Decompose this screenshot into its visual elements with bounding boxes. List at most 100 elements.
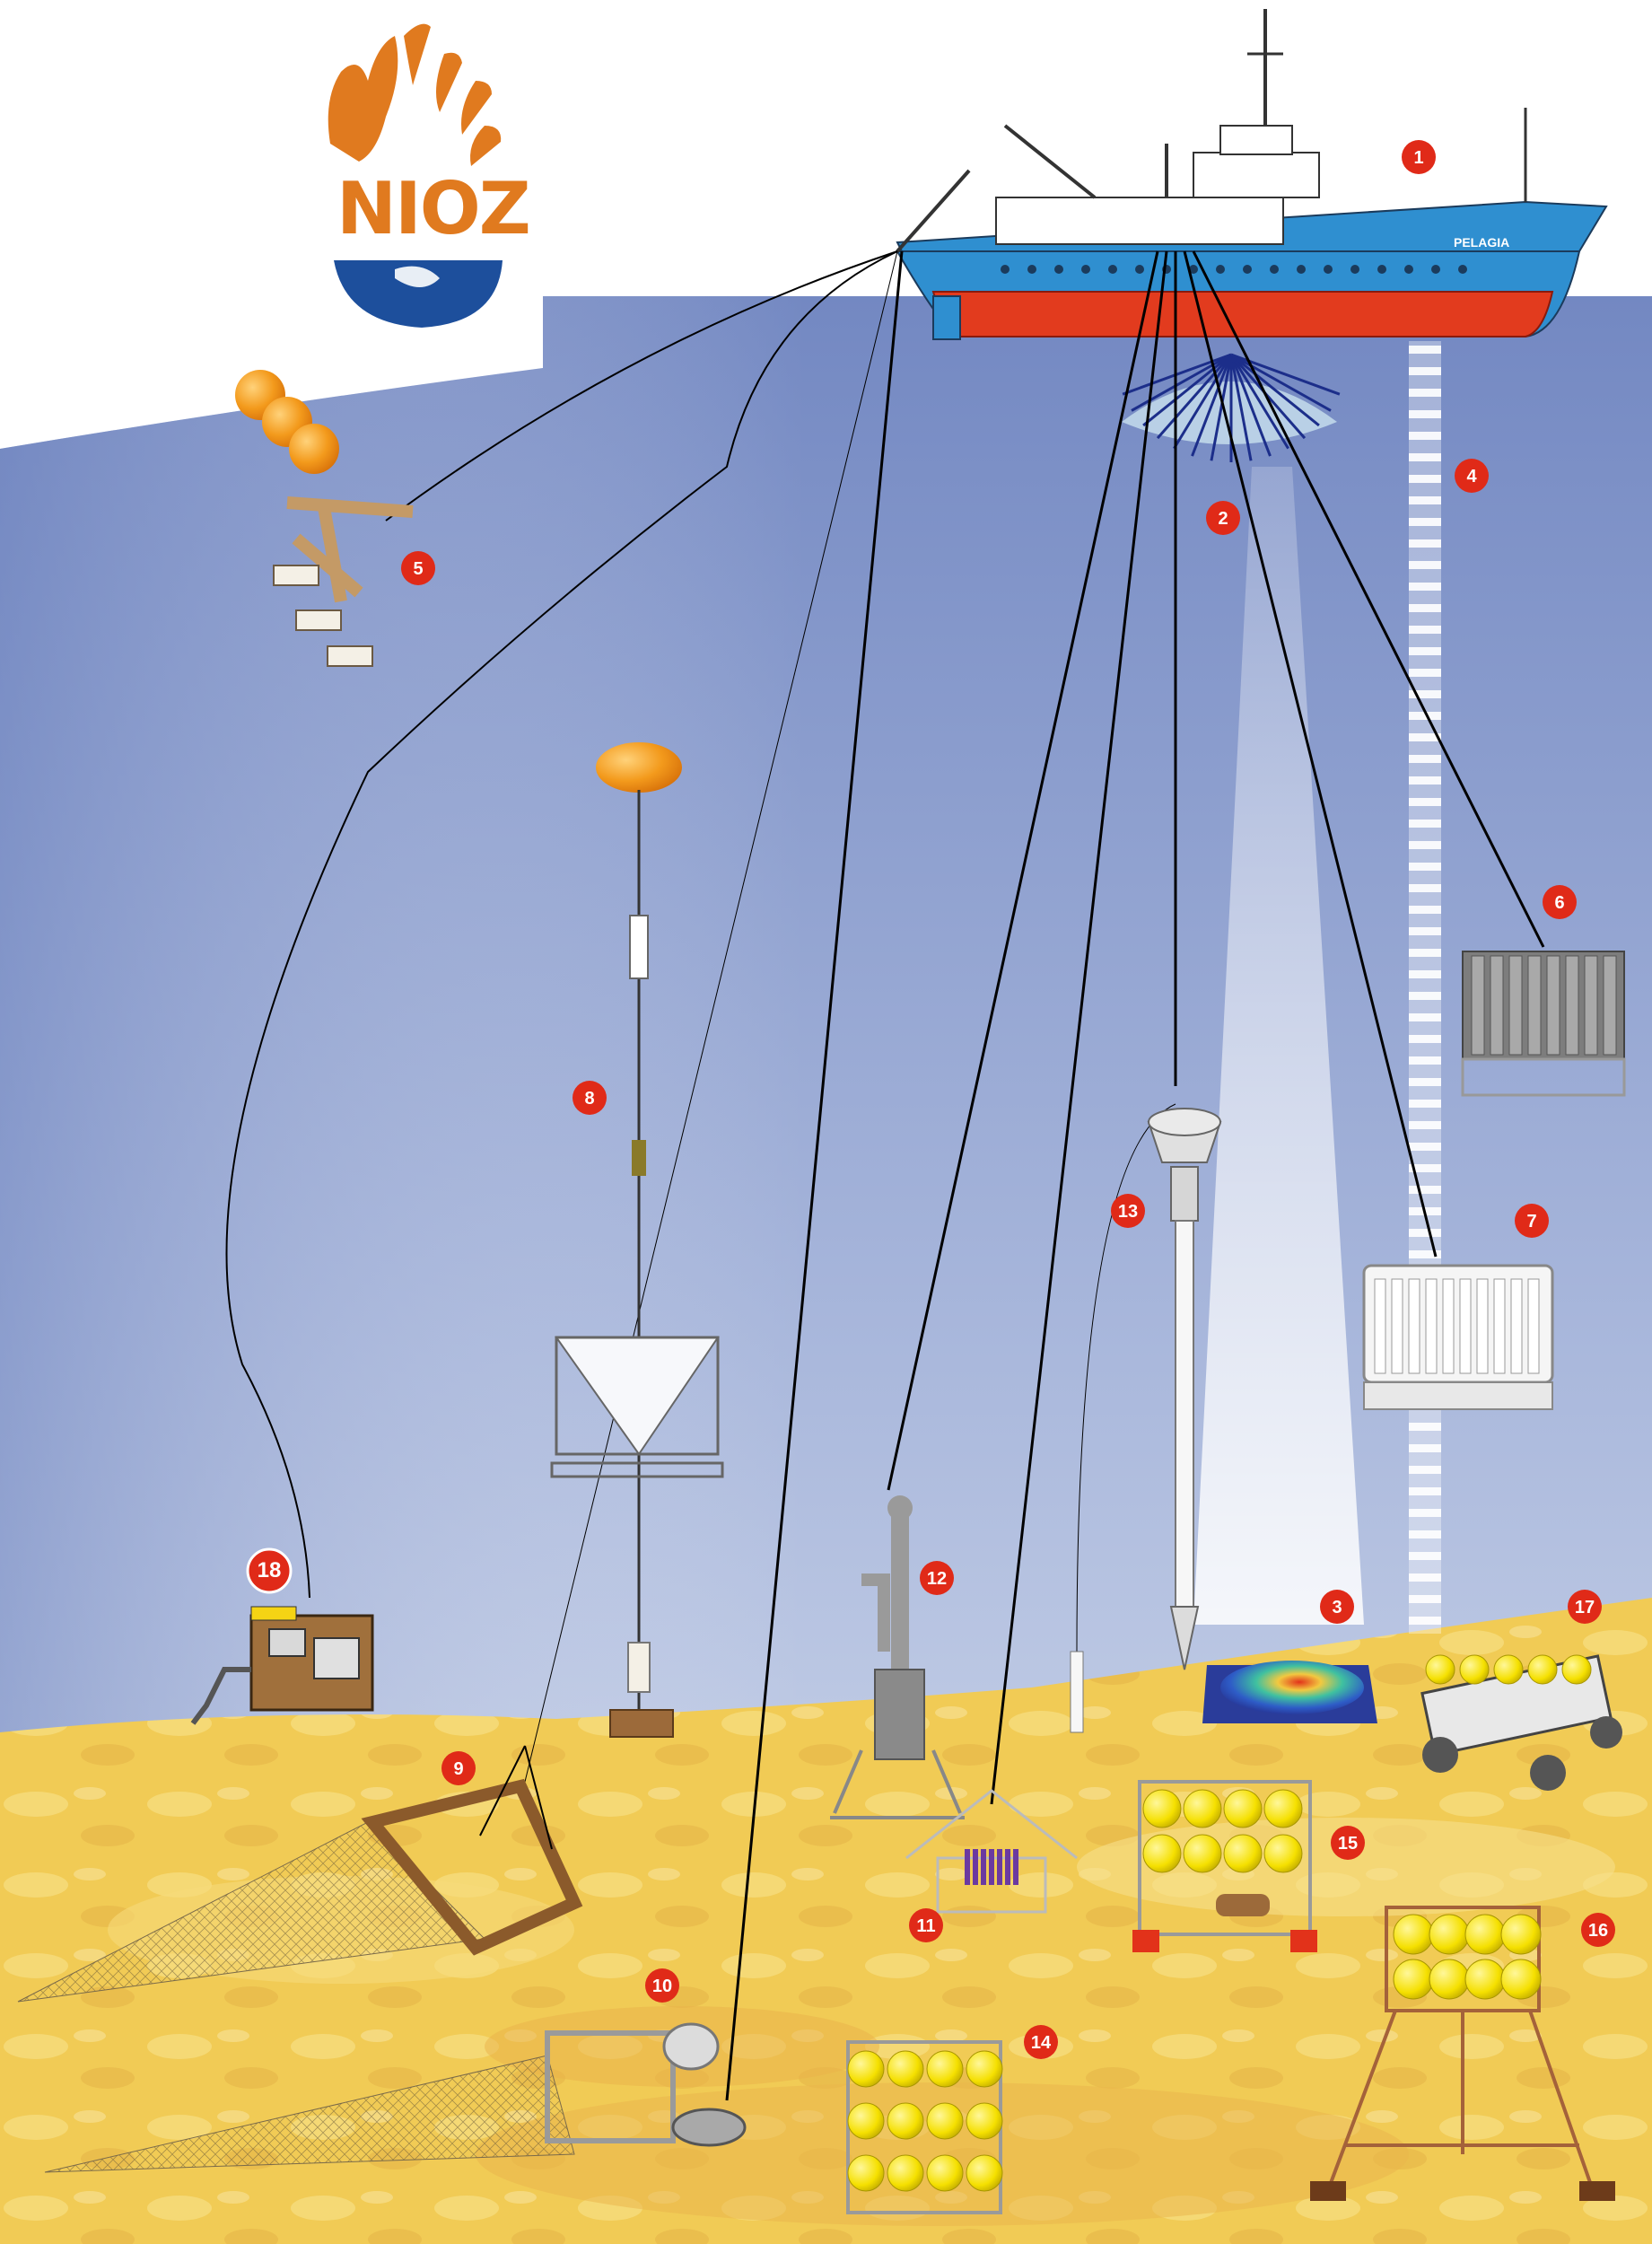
core-tube — [989, 1849, 994, 1885]
depth-scale-tick — [1409, 346, 1441, 354]
depth-scale-tick — [1409, 410, 1441, 418]
depth-scale-tick — [1409, 518, 1441, 526]
depth-scale-tick — [1409, 992, 1441, 1000]
depth-scale-tick — [1409, 1552, 1441, 1560]
badge-8-label: 8 — [584, 1089, 594, 1109]
depth-scale-tick — [1409, 1035, 1441, 1043]
depth-scale-tick — [1409, 1078, 1441, 1086]
buoyancy-float — [966, 2154, 1003, 2192]
sampler-tube — [1374, 1278, 1386, 1374]
depth-scale-tick — [1409, 647, 1441, 655]
depth-scale-tick — [1409, 1143, 1441, 1151]
buoyancy-float — [1500, 1959, 1542, 2000]
buoyancy-float — [1493, 1654, 1524, 1685]
buoyancy-float — [1527, 1654, 1558, 1685]
buoyancy-float — [966, 2050, 1003, 2088]
depth-scale-tick — [1409, 1250, 1441, 1258]
multicorer — [905, 1789, 1078, 1914]
buoyancy-float — [847, 2050, 885, 2088]
porthole — [1431, 265, 1440, 274]
sampler-tube — [1510, 1278, 1523, 1374]
badge-3-label: 3 — [1332, 1598, 1342, 1617]
buoyancy-float — [1429, 1959, 1470, 2000]
core-tube — [1005, 1849, 1010, 1885]
porthole — [1350, 265, 1359, 274]
depth-scale-tick — [1409, 712, 1441, 720]
depth-scale-tick — [1409, 690, 1441, 698]
badge-1-label: 1 — [1413, 148, 1423, 168]
buoyancy-float — [1464, 1914, 1506, 1955]
sampler-tube — [1476, 1278, 1489, 1374]
benthic-lander-15 — [1132, 1780, 1317, 1952]
buoyancy-float — [966, 2102, 1003, 2140]
logo-text: NIOZ — [337, 167, 529, 250]
buoyancy-float — [887, 2050, 924, 2088]
porthole — [1216, 265, 1225, 274]
depth-scale-tick — [1409, 863, 1441, 871]
sample-bottle — [1546, 955, 1560, 1056]
badge-17 — [1568, 1590, 1602, 1624]
badge-1 — [1402, 140, 1436, 174]
sonar-beam-line — [1230, 353, 1320, 427]
depth-scale-tick — [1409, 1121, 1441, 1129]
badge-6-label: 6 — [1554, 893, 1564, 913]
porthole — [1108, 265, 1117, 274]
porthole — [1297, 265, 1306, 274]
depth-scale-tick — [1409, 604, 1441, 612]
buoyancy-float — [1223, 1834, 1263, 1873]
badge-2-label: 2 — [1218, 509, 1228, 529]
core-tube — [1013, 1849, 1018, 1885]
depth-scale-tick — [1409, 453, 1441, 461]
badge-12 — [920, 1561, 954, 1595]
buoyancy-float — [1223, 1789, 1263, 1828]
buoy-array — [235, 370, 414, 667]
rov — [190, 1606, 374, 1725]
seafloor-crawler — [1420, 1654, 1622, 1791]
benthic-lander-14 — [846, 2040, 1003, 2214]
badge-9 — [441, 1751, 476, 1785]
badge-15 — [1331, 1826, 1365, 1860]
badge-10 — [645, 1968, 679, 2003]
badge-5 — [401, 551, 435, 585]
box-corer — [830, 1495, 965, 1819]
badge-10-label: 10 — [652, 1977, 672, 1996]
buoyancy-float — [1561, 1654, 1592, 1685]
sonar-beam-line — [1210, 354, 1233, 461]
sonar-beam-line — [1229, 354, 1253, 461]
depth-scale-tick — [1409, 1487, 1441, 1495]
sediment-trap-mooring — [550, 742, 724, 1738]
depth-scale-tick — [1409, 798, 1441, 806]
porthole — [1054, 265, 1063, 274]
porthole — [1404, 265, 1413, 274]
badge-18 — [246, 1547, 293, 1594]
depth-scale-tick — [1409, 1013, 1441, 1021]
porthole — [1001, 265, 1010, 274]
badge-3 — [1320, 1590, 1354, 1624]
sample-bottle — [1603, 955, 1617, 1056]
buoyancy-float — [1263, 1789, 1303, 1828]
depth-scale-tick — [1409, 1056, 1441, 1065]
badge-13 — [1111, 1194, 1145, 1228]
buoyancy-float — [1142, 1834, 1182, 1873]
buoyancy-float — [1464, 1959, 1506, 2000]
sampler-tube — [1442, 1278, 1455, 1374]
badge-7-label: 7 — [1526, 1212, 1536, 1232]
porthole — [1081, 265, 1090, 274]
depth-scale-tick — [1409, 1466, 1441, 1474]
sonar-beam-line — [1156, 354, 1233, 440]
depth-scale-tick — [1409, 367, 1441, 375]
buoyancy-float — [1429, 1914, 1470, 1955]
buoyancy-float — [847, 2154, 885, 2192]
badge-14-label: 14 — [1031, 2033, 1052, 2053]
bathymetry-map — [1202, 1661, 1377, 1723]
core-tube — [965, 1849, 970, 1885]
cables — [225, 250, 1545, 2101]
core-tube — [981, 1849, 986, 1885]
depth-scale-tick — [1409, 1573, 1441, 1582]
porthole — [1189, 265, 1198, 274]
depth-scale-tick — [1409, 626, 1441, 634]
depth-scale-tick — [1409, 496, 1441, 504]
depth-scale-tick — [1409, 927, 1441, 935]
depth-scale-tick — [1409, 561, 1441, 569]
badge-12-label: 12 — [927, 1569, 947, 1589]
